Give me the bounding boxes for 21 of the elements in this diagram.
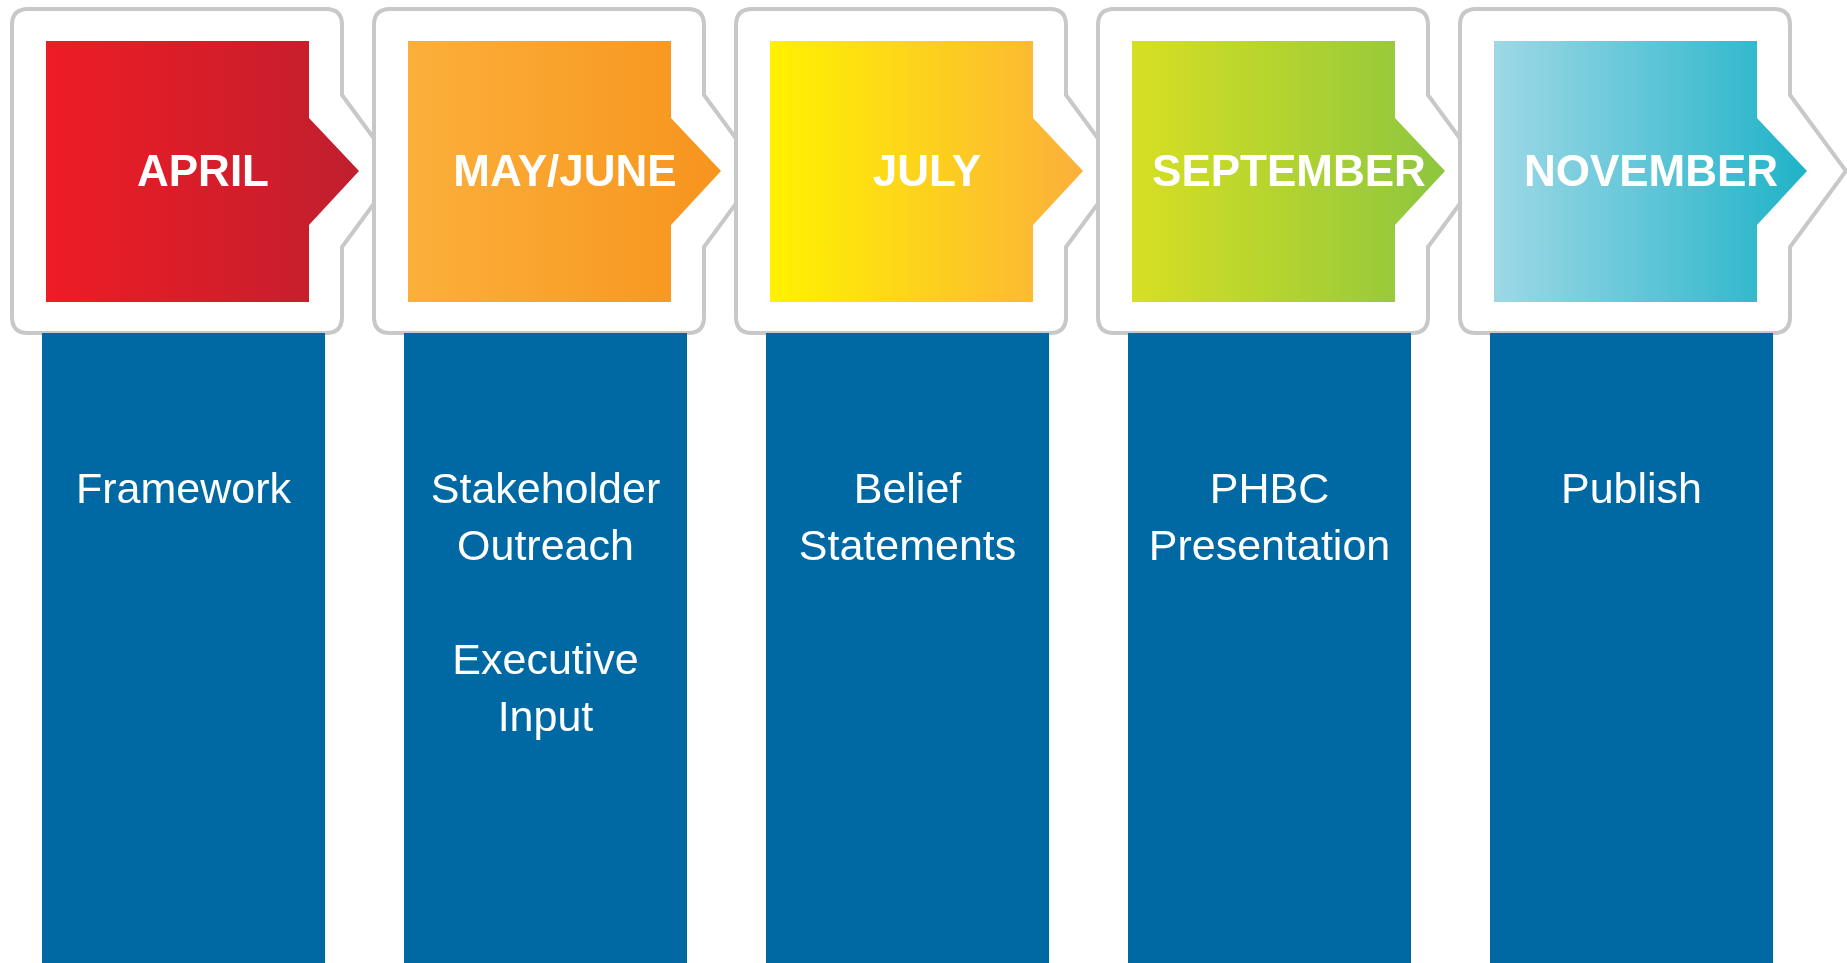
- phase-column: [404, 333, 687, 963]
- month-arrow-tab: [770, 41, 1084, 302]
- phase-column: [1128, 333, 1411, 963]
- phase-text: Executive Input: [451, 634, 640, 742]
- month-label: JULY: [871, 146, 983, 196]
- phase-text: Stakeholder Outreach: [429, 463, 662, 571]
- month-label: SEPTEMBER: [1151, 146, 1427, 196]
- month-label: NOVEMBER: [1522, 146, 1780, 196]
- phase-column: [42, 333, 325, 963]
- month-arrow-tab: [1132, 41, 1446, 302]
- phase-text: Publish: [1561, 463, 1702, 514]
- month-arrow-tab: [408, 41, 722, 302]
- month-label: MAY/JUNE: [452, 146, 678, 196]
- phase-column: [1490, 333, 1773, 963]
- phase-text: Framework: [76, 463, 291, 514]
- phase-column: [766, 333, 1049, 963]
- month-arrow-tab: [46, 41, 360, 302]
- phase-text: PHBC Presentation: [1147, 463, 1392, 571]
- month-label: APRIL: [136, 146, 270, 196]
- phase-text: Belief Statements: [797, 463, 1018, 571]
- month-arrow-tab: [1494, 41, 1808, 302]
